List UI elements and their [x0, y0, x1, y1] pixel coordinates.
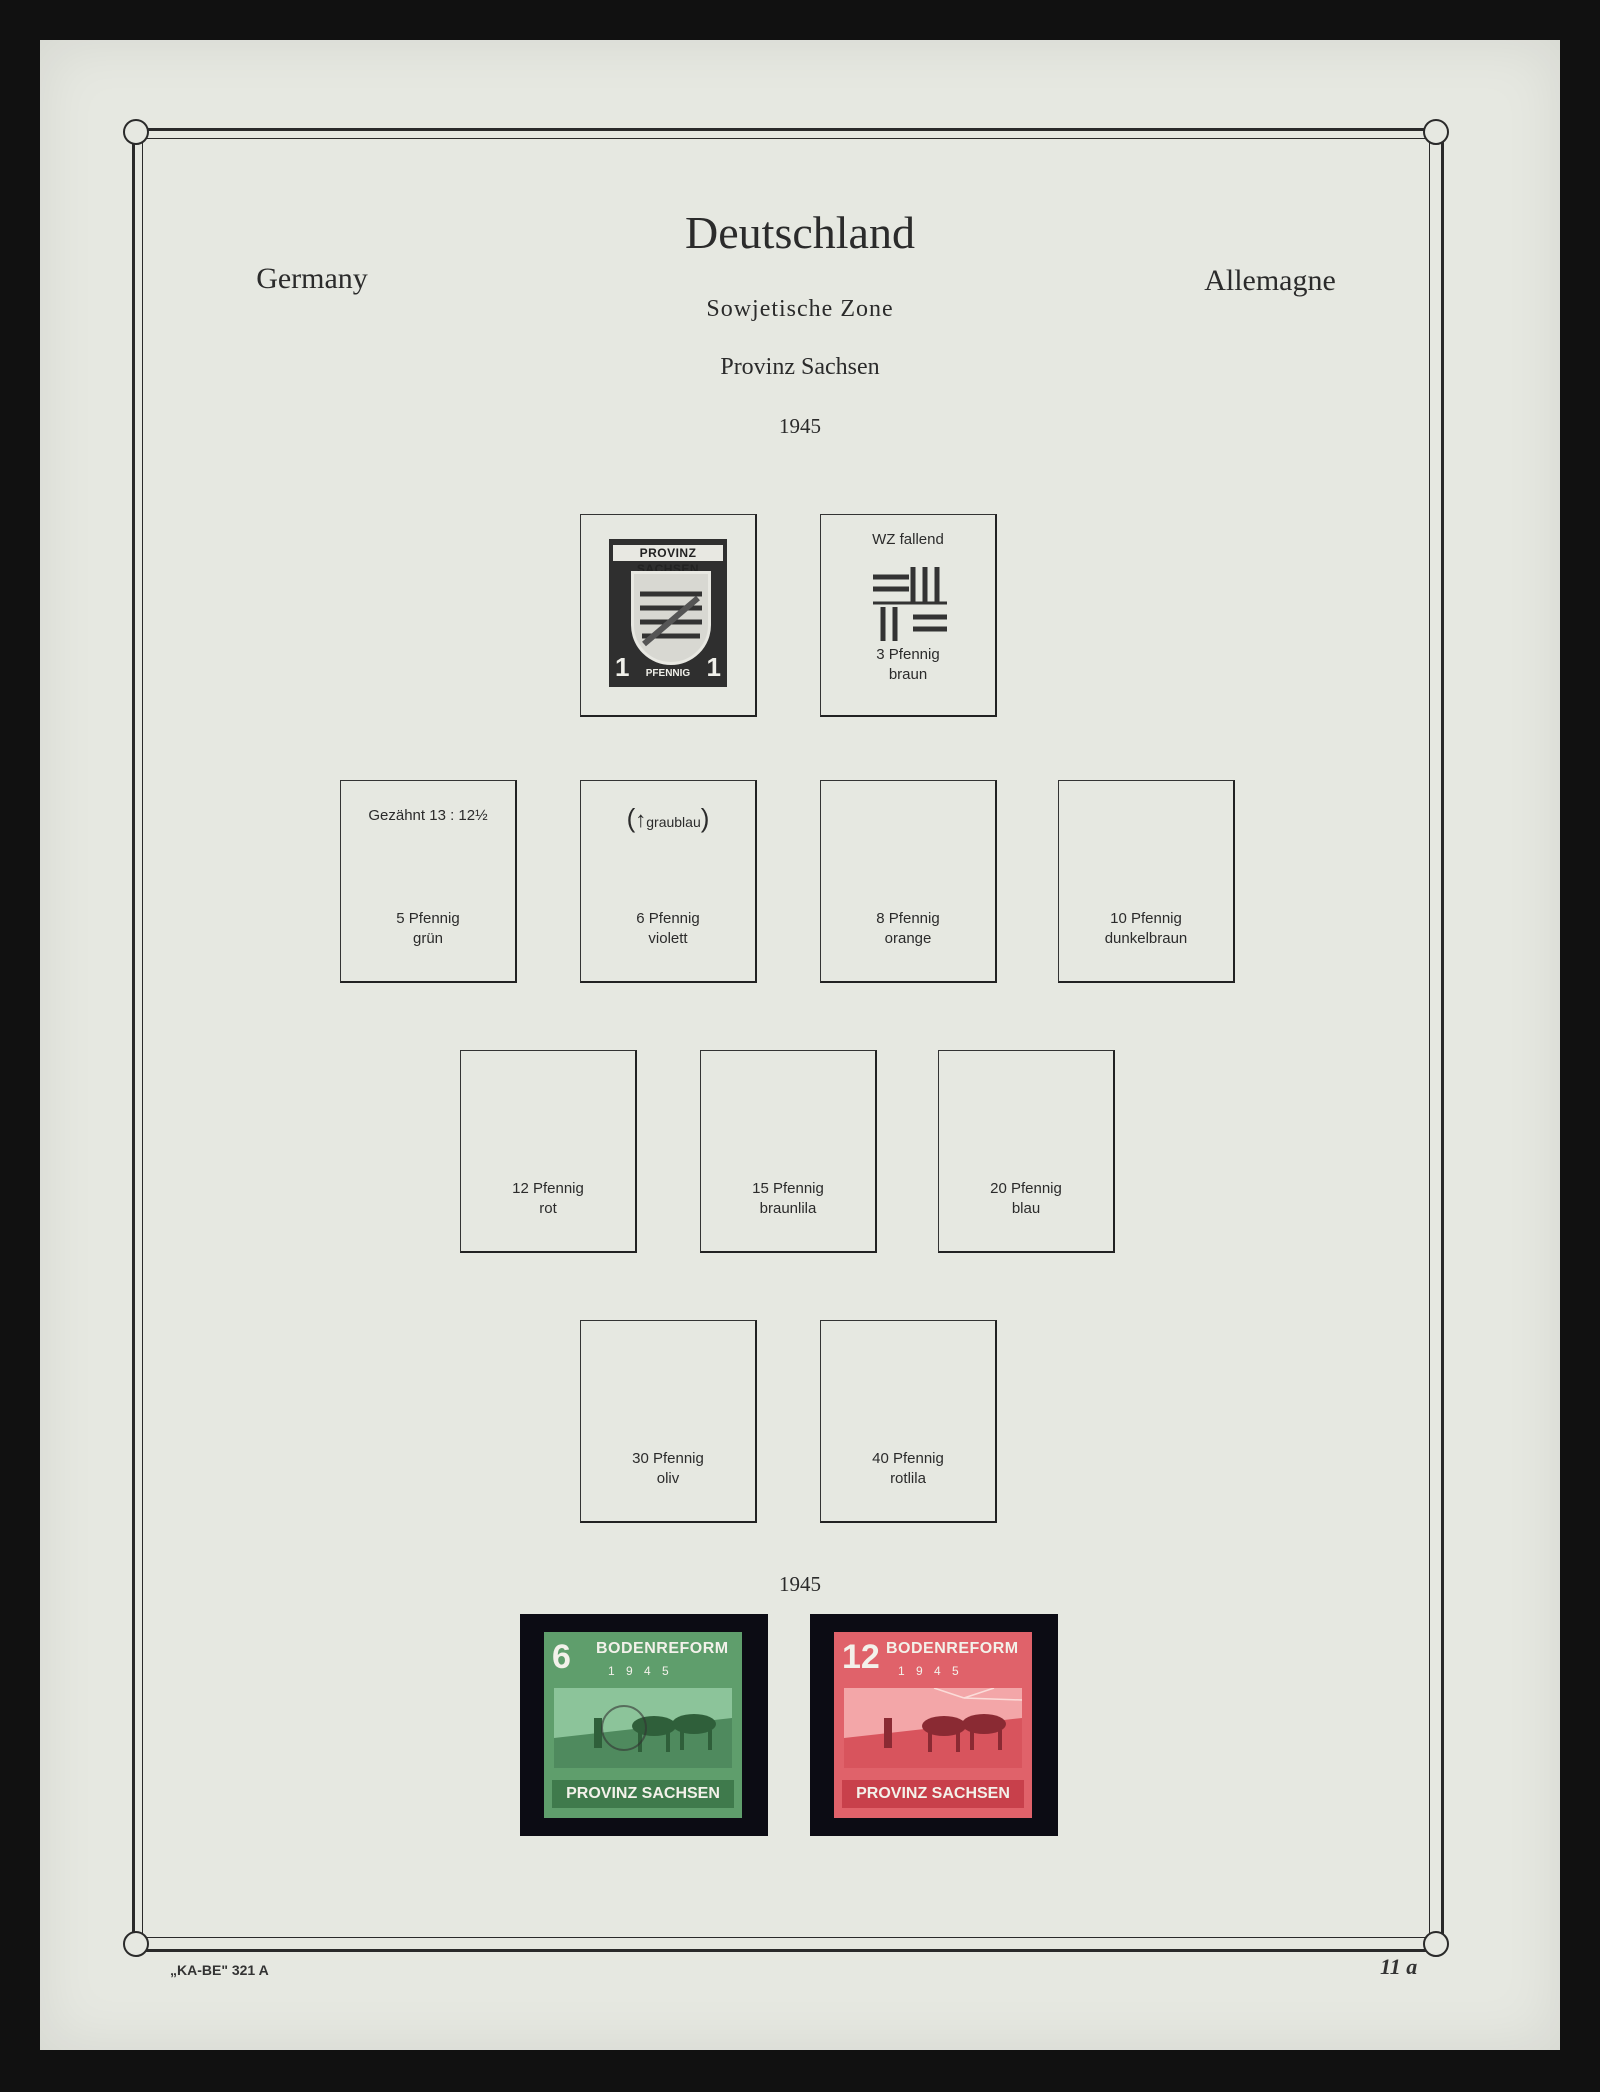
farmer-with-horses-scene-icon — [844, 1687, 1023, 1773]
stamp-footer: PFENNIG — [645, 668, 691, 679]
slot-label: 5 Pfennig grün — [396, 910, 460, 947]
stamp-mount-6pf: 6 BODENREFORM 1 9 4 5 PROVINZ — [520, 1614, 768, 1836]
perforation-note: Gezähnt 13 : 12½ — [368, 807, 488, 824]
slot-label: 20 Pfennig blau — [990, 1180, 1062, 1217]
slot-label: 30 Pfennig oliv — [632, 1450, 704, 1487]
stamp-slot-3pf: WZ fallend 3 Pfennig braun — [820, 514, 997, 717]
watermark-note: WZ fallend — [872, 531, 944, 548]
stamp-title: BODENREFORM — [596, 1640, 729, 1657]
stamp-slot-8pf: 8 Pfennig orange — [820, 780, 997, 983]
page-title: Deutschland — [685, 207, 915, 258]
slot-label: 15 Pfennig braunlila — [752, 1180, 824, 1217]
year-heading-2: 1945 — [779, 1572, 821, 1596]
bodenreform-stamp-12pf: 12 BODENREFORM 1 9 4 5 — [834, 1632, 1032, 1818]
stamp-year: 1 9 4 5 — [608, 1664, 673, 1678]
page-border-inner — [142, 138, 1430, 1938]
slot-label: 6 Pfennig violett — [636, 910, 700, 947]
stamp-1pf: PROVINZ SACHSEN 1 1 PFENNIG — [609, 539, 727, 687]
stamp-slot-6pf: (↑graublau) 6 Pfennig violett — [580, 780, 757, 983]
stamp-mount-12pf: 12 BODENREFORM 1 9 4 5 — [810, 1614, 1058, 1836]
page-border-outer — [132, 128, 1444, 1952]
region-subtitle: Provinz Sachsen — [720, 354, 880, 380]
arrow-up-icon: ↑ — [635, 807, 647, 832]
bodenreform-stamp-6pf: 6 BODENREFORM 1 9 4 5 PROVINZ — [544, 1632, 742, 1818]
stamp-slot-15pf: 15 Pfennig braunlila — [700, 1050, 877, 1253]
watermark-pattern-icon — [873, 567, 947, 641]
stamp-header: PROVINZ SACHSEN — [613, 545, 723, 576]
corner-ornament-tl — [123, 119, 149, 145]
year-heading-1: 1945 — [779, 414, 821, 438]
stamp-slot-5pf: Gezähnt 13 : 12½ 5 Pfennig grün — [340, 780, 517, 983]
slot-label: 10 Pfennig dunkelbraun — [1104, 910, 1188, 947]
farmer-with-horses-scene-icon — [554, 1688, 732, 1773]
stamp-title: BODENREFORM — [886, 1640, 1019, 1657]
stamp-slot-10pf: 10 Pfennig dunkelbraun — [1058, 780, 1235, 983]
stamp-slot-30pf: 30 Pfennig oliv — [580, 1320, 757, 1523]
stamp-slot-1pf: PROVINZ SACHSEN 1 1 PFENNIG — [580, 514, 757, 717]
title-english: Germany — [256, 262, 368, 295]
slot-label: 3 Pfennig braun — [876, 646, 940, 683]
stamp-value: 6 — [552, 1638, 571, 1676]
saxony-coat-of-arms-icon — [631, 571, 711, 665]
zone-subtitle: Sowjetische Zone — [706, 296, 894, 322]
publisher-imprint: „KA-BE" 321 A — [170, 1962, 269, 1978]
stamp-value-left: 1 — [615, 652, 630, 682]
stamp-year: 1 9 4 5 — [898, 1664, 963, 1678]
paren-open: ( — [626, 803, 636, 833]
corner-ornament-tr — [1423, 119, 1449, 145]
stamp-value: 12 — [842, 1638, 880, 1676]
variant-note: (↑graublau) — [626, 803, 710, 833]
slot-label: 8 Pfennig orange — [876, 910, 940, 947]
corner-ornament-bl — [123, 1931, 149, 1957]
corner-ornament-br — [1423, 1931, 1449, 1957]
stamp-footer: PROVINZ SACHSEN — [842, 1780, 1024, 1808]
stamp-slot-12pf: 12 Pfennig rot — [460, 1050, 637, 1253]
stamp-value-right: 1 — [706, 652, 721, 682]
album-page: Deutschland Germany Allemagne Sowjetisch… — [40, 40, 1560, 2050]
page-number: 11 a — [1380, 1954, 1418, 1979]
title-french: Allemagne — [1204, 264, 1336, 297]
stamp-footer: PROVINZ SACHSEN — [552, 1780, 734, 1808]
slot-label: 12 Pfennig rot — [512, 1180, 584, 1217]
paren-close: ) — [700, 803, 710, 833]
slot-label: 40 Pfennig rotlila — [872, 1450, 944, 1487]
stamp-slot-40pf: 40 Pfennig rotlila — [820, 1320, 997, 1523]
stamp-slot-20pf: 20 Pfennig blau — [938, 1050, 1115, 1253]
